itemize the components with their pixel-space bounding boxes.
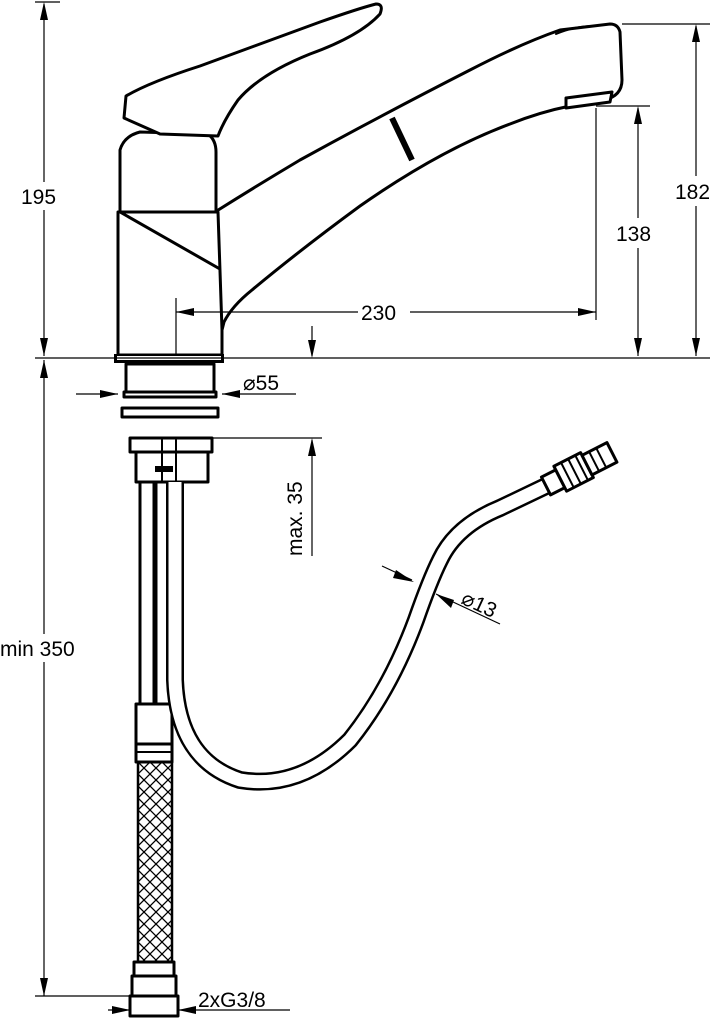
- faucet-spout: [213, 22, 624, 332]
- dimension-thread: 2xG3/8: [108, 989, 290, 1014]
- spout-band: [389, 116, 415, 162]
- label-diameter-13: ⌀13: [458, 587, 500, 623]
- dimension-min-350: min 350: [0, 360, 132, 997]
- dimension-max-35: max. 35: [212, 326, 322, 556]
- label-195: 195: [21, 186, 56, 209]
- spray-head-cap: [555, 25, 595, 35]
- dimension-diameter-55: ⌀55: [76, 372, 296, 398]
- label-138: 138: [616, 223, 651, 246]
- pull-out-hose: [166, 441, 619, 791]
- dimension-182: 182: [622, 23, 716, 356]
- label-diameter-55: ⌀55: [243, 372, 279, 395]
- label-thread: 2xG3/8: [198, 989, 266, 1012]
- label-182: 182: [675, 181, 710, 204]
- label-230: 230: [361, 302, 396, 325]
- label-min-350: min 350: [0, 638, 75, 661]
- braided-hose: [136, 760, 174, 964]
- aerator: [564, 90, 614, 110]
- dimension-195: 195: [18, 1, 68, 356]
- handle-housing: [118, 130, 218, 214]
- mounting-assembly: [120, 362, 220, 484]
- label-max-35: max. 35: [284, 481, 307, 556]
- dimension-230: 230: [175, 108, 597, 356]
- dimension-138: 138: [596, 105, 662, 356]
- lever-handle: [122, 2, 383, 138]
